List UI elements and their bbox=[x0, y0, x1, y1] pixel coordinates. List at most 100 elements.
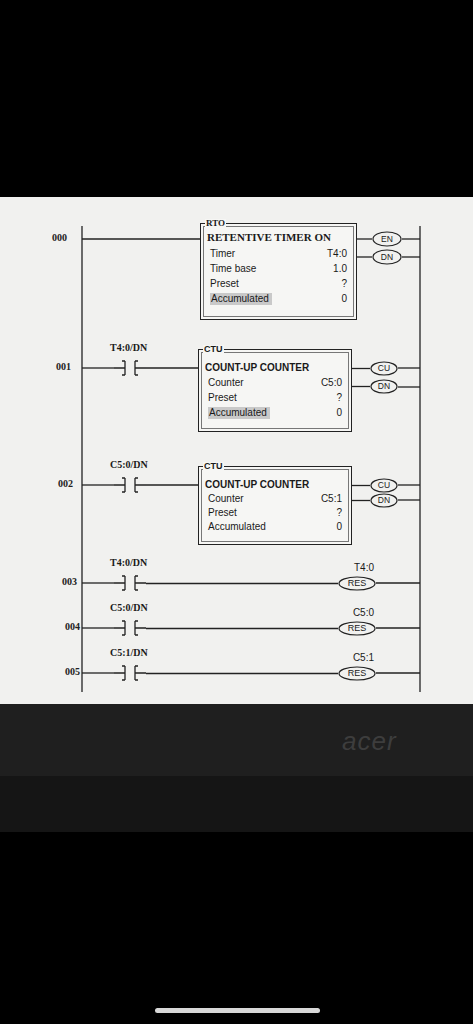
rung-wire bbox=[146, 583, 338, 584]
block-mnemonic: CTU bbox=[203, 462, 224, 471]
contact-symbol bbox=[114, 665, 146, 681]
parameter-name: Counter bbox=[208, 378, 244, 388]
parameter-name: Counter bbox=[208, 494, 244, 504]
rung-wire bbox=[398, 386, 420, 387]
coil-text: DN bbox=[370, 382, 398, 391]
contact-address: C5:0/DN bbox=[110, 460, 148, 470]
rung-wire bbox=[146, 628, 338, 629]
contact: T4:0/DN bbox=[114, 575, 146, 591]
contact-address: C5:1/DN bbox=[110, 648, 148, 658]
rung-wire bbox=[357, 238, 372, 239]
block-mnemonic: RTO bbox=[205, 219, 226, 228]
rung-wire bbox=[402, 256, 420, 257]
rung-wire bbox=[398, 484, 420, 485]
output-coil: DN bbox=[372, 249, 402, 265]
parameter-value: 0 bbox=[336, 522, 342, 532]
parameter-value: T4:0 bbox=[327, 249, 347, 259]
brand-logo: acer bbox=[342, 728, 397, 754]
reset-coil: T4:0RES bbox=[338, 576, 376, 591]
rung-wire bbox=[82, 367, 114, 368]
contact-symbol bbox=[114, 477, 146, 493]
parameter-value: C5:1 bbox=[321, 494, 342, 504]
coil-text: EN bbox=[372, 235, 402, 244]
contact-symbol bbox=[114, 575, 146, 591]
output-coil: DN bbox=[370, 379, 398, 394]
coil-text: RES bbox=[338, 624, 376, 633]
coil-ellipse bbox=[371, 380, 397, 393]
parameter-name: Time base bbox=[210, 264, 256, 274]
rung-wire bbox=[82, 627, 114, 628]
block-title: COUNT-UP COUNTER bbox=[205, 363, 309, 373]
rung-wire bbox=[357, 256, 372, 257]
rung-wire bbox=[376, 672, 420, 673]
instruction-block: CTUCOUNT-UP COUNTERCounterC5:1Preset?Acc… bbox=[198, 466, 352, 545]
contact-brackets bbox=[114, 361, 146, 375]
contact-symbol bbox=[114, 620, 146, 636]
contact-brackets bbox=[114, 621, 146, 635]
contact: T4:0/DN bbox=[114, 360, 146, 376]
output-coil: DN bbox=[370, 493, 398, 508]
output-coil: EN bbox=[372, 231, 402, 247]
rung-number: 001 bbox=[56, 362, 71, 372]
rung-wire bbox=[146, 367, 198, 368]
parameter-name: Timer bbox=[210, 249, 235, 259]
rung-wire bbox=[402, 238, 420, 239]
rung-number: 002 bbox=[58, 479, 73, 489]
coil-text: DN bbox=[370, 496, 398, 505]
laptop-bezel bbox=[0, 704, 473, 776]
address-label: C5:0 bbox=[353, 608, 374, 618]
coil-ellipse bbox=[373, 250, 401, 264]
rung-number: 005 bbox=[65, 667, 80, 677]
rung-wire bbox=[398, 367, 420, 368]
rung-wire bbox=[352, 386, 370, 387]
rung-wire bbox=[352, 485, 370, 486]
contact: C5:1/DN bbox=[114, 665, 146, 681]
parameter-name: Preset bbox=[208, 508, 237, 518]
parameter-value: C5:0 bbox=[321, 378, 342, 388]
block-title: RETENTIVE TIMER ON bbox=[207, 232, 331, 243]
rung-wire bbox=[82, 238, 200, 239]
coil-ellipse bbox=[339, 622, 375, 635]
contact-address: C5:0/DN bbox=[110, 603, 148, 613]
rung-wire bbox=[82, 484, 114, 485]
coil-text: RES bbox=[338, 669, 376, 678]
coil-ellipse bbox=[371, 362, 397, 375]
rung-wire bbox=[352, 368, 370, 369]
block-title: COUNT-UP COUNTER bbox=[205, 480, 309, 490]
rung-number: 003 bbox=[62, 577, 77, 587]
parameter-name: Accumulated bbox=[208, 522, 266, 532]
coil-text: DN bbox=[372, 253, 402, 262]
contact-brackets bbox=[114, 666, 146, 680]
contact-brackets bbox=[114, 576, 146, 590]
contact-address: T4:0/DN bbox=[110, 558, 147, 568]
parameter-name: Accumulated bbox=[208, 407, 270, 419]
contact: C5:0/DN bbox=[114, 620, 146, 636]
coil-ellipse bbox=[373, 232, 401, 246]
parameter-value: ? bbox=[341, 279, 347, 289]
block-mnemonic: CTU bbox=[203, 345, 224, 354]
coil-text: CU bbox=[370, 364, 398, 373]
reset-coil: C5:0RES bbox=[338, 621, 376, 636]
address-label: T4:0 bbox=[354, 563, 374, 573]
left-power-rail bbox=[81, 226, 82, 692]
coil-ellipse bbox=[339, 667, 375, 680]
output-coil: CU bbox=[370, 361, 398, 376]
instruction-block: RTORETENTIVE TIMER ONTimerT4:0Time base1… bbox=[200, 223, 357, 320]
rung-wire bbox=[146, 484, 198, 485]
rung-wire bbox=[398, 499, 420, 500]
coil-text: RES bbox=[338, 579, 376, 588]
rung-wire bbox=[376, 582, 420, 583]
parameter-value: 0 bbox=[336, 408, 342, 418]
parameter-value: 1.0 bbox=[333, 264, 347, 274]
keyboard-deck bbox=[0, 776, 473, 832]
rung-number: 000 bbox=[52, 233, 67, 243]
parameter-name: Preset bbox=[210, 279, 239, 289]
coil-ellipse bbox=[371, 479, 397, 492]
parameter-value: ? bbox=[336, 508, 342, 518]
contact-address: T4:0/DN bbox=[110, 343, 147, 353]
output-coil: CU bbox=[370, 478, 398, 493]
coil-ellipse bbox=[339, 577, 375, 590]
rung-number: 004 bbox=[65, 622, 80, 632]
